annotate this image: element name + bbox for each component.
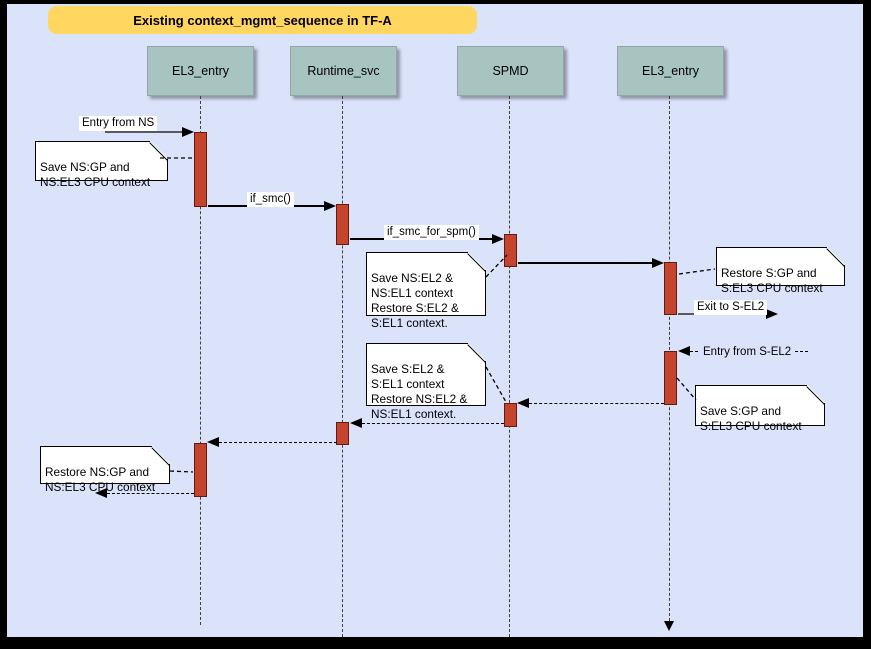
note-text: Save NS:EL2 & NS:EL1 context Restore S:E…: [371, 271, 459, 330]
lifeline-head-el3-entry-2: EL3_entry: [617, 46, 724, 96]
lifeline-line-el3-entry-1: [200, 96, 201, 625]
lifeline-end-arrow-icon: [664, 621, 674, 631]
arrowhead-icon: [324, 201, 336, 211]
arrowhead-icon: [652, 258, 664, 268]
message-entry-from-ns-line: [105, 131, 183, 133]
note-restore-ns-gp: Restore NS:GP and NS:EL3 CPU context: [40, 446, 170, 494]
arrowhead-icon: [766, 309, 778, 319]
note-save-s-el2: Save S:EL2 & S:EL1 context Restore NS:EL…: [366, 343, 486, 421]
activation-spmd-b: [504, 403, 517, 427]
message-entry-from-ns-label: Entry from NS: [79, 116, 158, 131]
activation-el3-entry-1-a: [194, 132, 207, 207]
note-text: Restore S:GP and S:EL3 CPU context: [721, 266, 823, 295]
activation-runtime-svc-a: [336, 204, 349, 245]
note-save-ns-el2: Save NS:EL2 & NS:EL1 context Restore S:E…: [366, 252, 486, 330]
return-spmd-to-runtime-line: [362, 423, 504, 424]
activation-runtime-svc-b: [336, 422, 349, 445]
lifeline-head-runtime-svc: Runtime_svc: [290, 46, 397, 96]
lifeline-head-el3-entry-1: EL3_entry: [147, 46, 254, 96]
activation-el3-entry-2-b: [664, 351, 677, 405]
note-text: Save S:EL2 & S:EL1 context Restore NS:EL…: [371, 362, 468, 421]
note-text: Save S:GP and S:EL3 CPU context: [700, 404, 802, 433]
arrowhead-icon: [207, 437, 219, 447]
arrowhead-icon: [517, 398, 529, 408]
note-text: Restore NS:GP and NS:EL3 CPU context: [45, 465, 156, 494]
arrowhead-icon: [492, 234, 504, 244]
lifeline-line-spmd: [509, 96, 510, 637]
message-exit-to-s-el2-label: Exit to S-EL2: [694, 300, 768, 315]
lifeline-label: EL3_entry: [642, 64, 699, 78]
arrowhead-icon: [678, 346, 690, 356]
note-save-s-gp: Save S:GP and S:EL3 CPU context: [695, 385, 825, 433]
arrowhead-icon: [182, 127, 194, 137]
lifeline-label: EL3_entry: [172, 64, 229, 78]
return-runtime-to-el3-line: [219, 442, 337, 443]
arrowhead-icon: [350, 418, 362, 428]
message-if-smc-for-spm-label: if_smc_for_spm(): [384, 225, 479, 240]
return-el3-to-spmd-line: [529, 403, 664, 404]
activation-el3-entry-1-b: [194, 443, 207, 497]
message-if-smc-label: if_smc(): [247, 192, 294, 207]
lifeline-line-runtime-svc: [342, 96, 343, 637]
activation-el3-entry-2-a: [664, 262, 677, 315]
diagram-title: Existing context_mgmt_sequence in TF-A: [48, 6, 477, 34]
lifeline-label: SPMD: [492, 64, 529, 78]
note-restore-s-gp: Restore S:GP and S:EL3 CPU context: [716, 247, 845, 295]
note-save-ns-gp: Save NS:GP and NS:EL3 CPU context: [35, 141, 168, 189]
message-entry-from-s-el2-label: Entry from S-EL2: [700, 345, 795, 360]
lifeline-head-spmd: SPMD: [457, 46, 564, 96]
lifeline-label: Runtime_svc: [307, 64, 380, 78]
message-spmd-to-el3-line: [518, 262, 653, 264]
note-text: Save NS:GP and NS:EL3 CPU context: [40, 160, 151, 189]
activation-spmd-a: [504, 234, 517, 267]
